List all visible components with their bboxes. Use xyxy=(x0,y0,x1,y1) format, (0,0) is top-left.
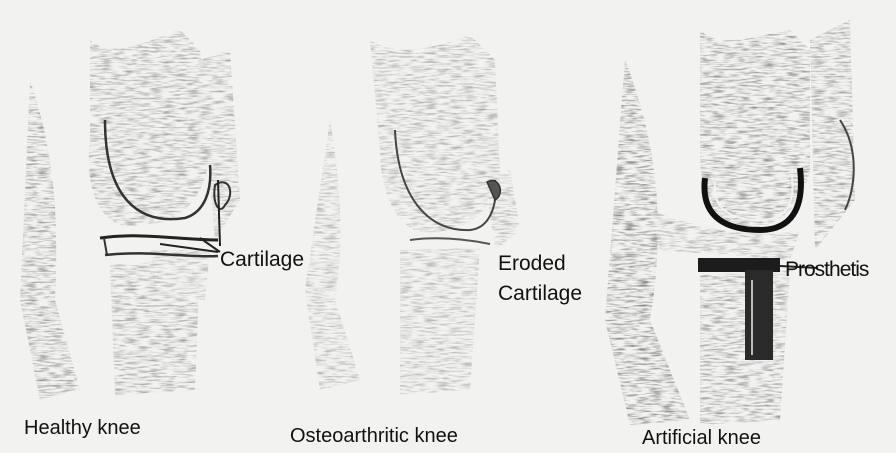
osteoarthritic-knee-illustration xyxy=(305,35,520,395)
osteoarthritic-knee-caption: Osteoarthritic knee xyxy=(290,424,458,448)
eroded-label: Eroded xyxy=(498,252,566,276)
healthy-knee-illustration xyxy=(20,30,240,400)
cartilage-label: Cartilage xyxy=(220,248,304,272)
prosthetis-label: Prosthetis xyxy=(785,258,868,282)
artificial-knee-illustration xyxy=(605,20,855,425)
healthy-knee-caption: Healthy knee xyxy=(24,416,141,440)
eroded-cartilage-label: Cartilage xyxy=(498,282,582,306)
artificial-knee-caption: Artificial knee xyxy=(642,426,761,450)
